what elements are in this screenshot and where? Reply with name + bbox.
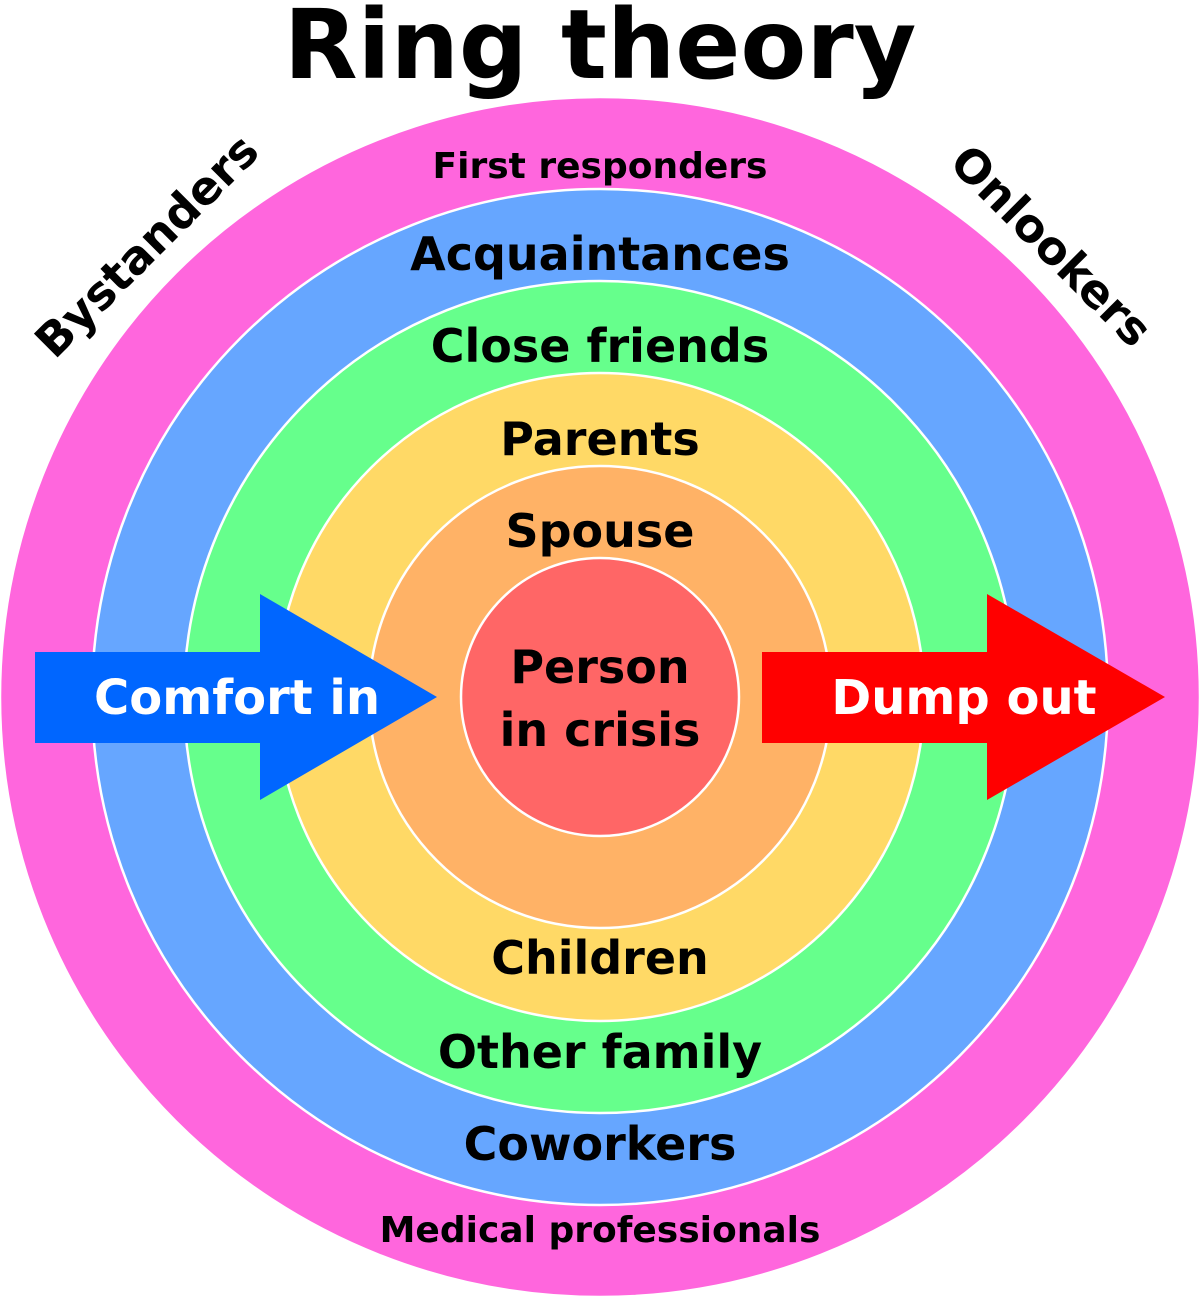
label-person: Person — [510, 640, 689, 694]
label-close-friends: Close friends — [431, 319, 769, 373]
label-spouse: Spouse — [506, 504, 695, 558]
label-first-responders: First responders — [433, 146, 768, 187]
label-medical-professionals: Medical professionals — [380, 1210, 821, 1251]
comfort-in-label: Comfort in — [94, 670, 380, 726]
comfort-in-arrow — [35, 594, 437, 800]
label-parents: Parents — [500, 412, 700, 466]
label-other-family: Other family — [438, 1025, 762, 1079]
dump-out-label: Dump out — [831, 670, 1096, 726]
dump-out-arrow — [762, 594, 1165, 800]
label-coworkers: Coworkers — [464, 1117, 737, 1171]
label-in-crisis: in crisis — [500, 703, 701, 757]
label-children: Children — [491, 931, 709, 985]
ring-center — [459, 556, 741, 838]
label-acquaintances: Acquaintances — [410, 227, 790, 281]
diagram-title: Ring theory — [284, 0, 917, 101]
